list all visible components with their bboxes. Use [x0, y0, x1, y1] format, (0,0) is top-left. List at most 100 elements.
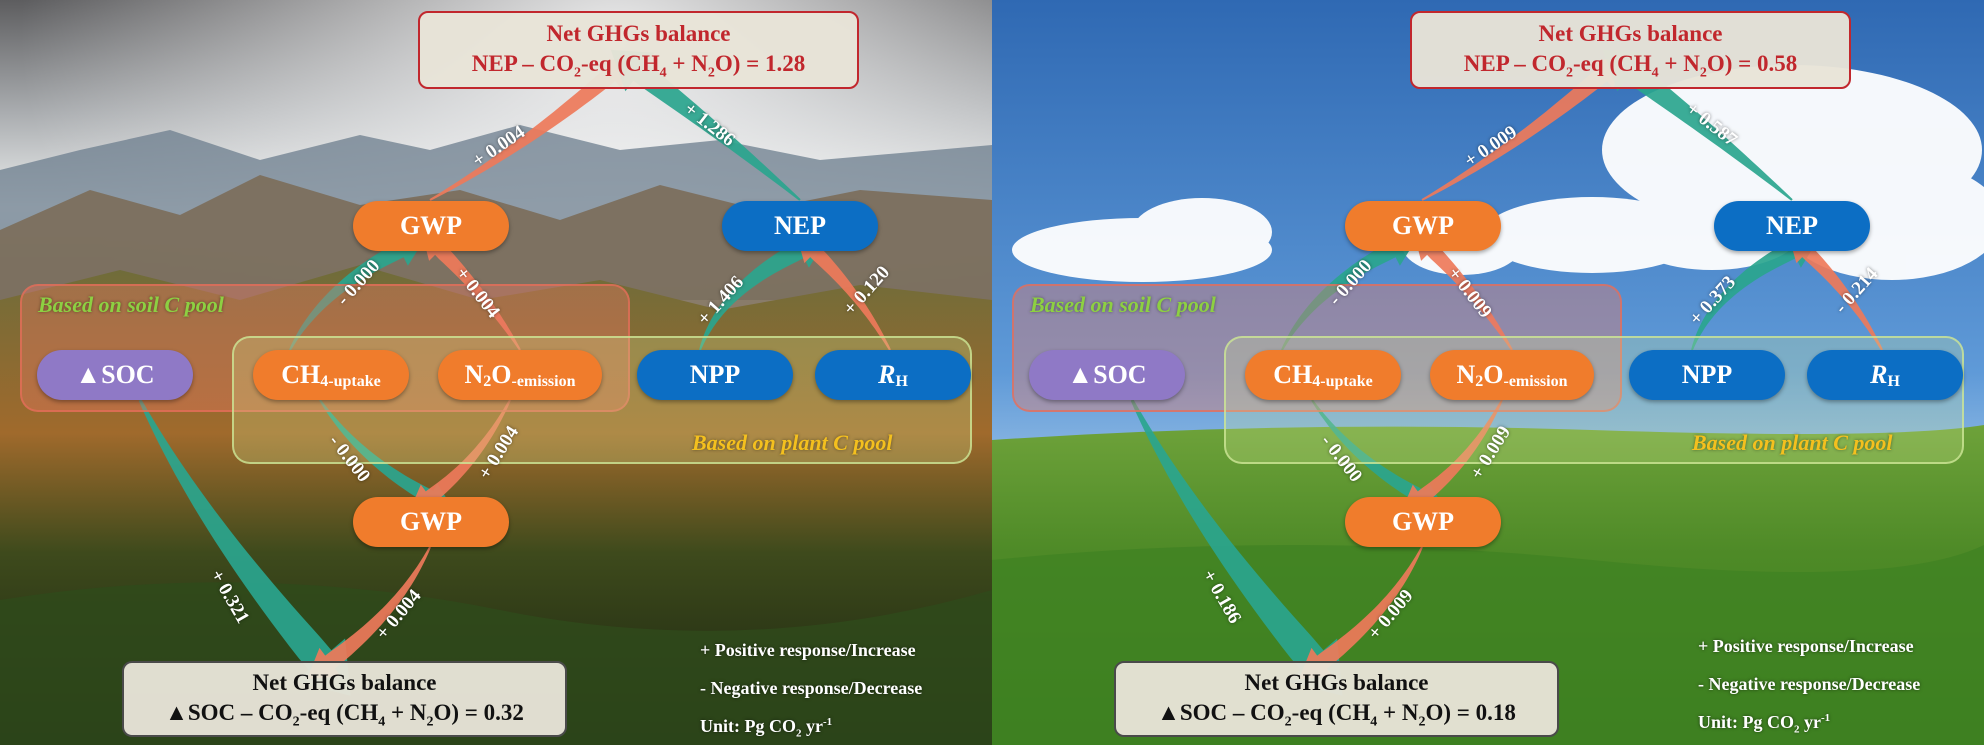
eq-sub: 2	[1418, 714, 1426, 730]
n2o-label: O	[491, 360, 512, 389]
eq-part: O) = 1.28	[714, 51, 806, 76]
top-net-ghg-balance-box: Net GHGs balance NEP – CO2-eq (CH4 + N2O…	[418, 11, 859, 89]
n2o-label: N	[464, 360, 484, 389]
gwp-top-node: GWP	[353, 201, 509, 251]
eq-part: -eq (CH	[1291, 700, 1371, 725]
eq-part: O) = 0.58	[1706, 51, 1798, 76]
eq-sub: 4	[1651, 65, 1659, 81]
arrow-gwp-to-top	[1421, 56, 1625, 201]
arrow-soc-to-bottom	[138, 399, 351, 696]
legend-positive: + Positive response/Increase	[1698, 636, 1914, 656]
eq-part: NEP – CO	[1463, 51, 1567, 76]
gwp-bottom-node: GWP	[1345, 497, 1501, 547]
bottom-box-equation: ▲SOC – CO2-eq (CH4 + N2O) = 0.32	[124, 698, 565, 738]
panel-grassland-content: Based on soil C pool Based on plant C po…	[992, 0, 1984, 745]
eq-part: O) = 0.32	[433, 700, 524, 725]
arrow-rh-to-nep	[796, 233, 891, 351]
npp-node: NPP	[1629, 350, 1785, 400]
eq-part: + N	[1658, 51, 1700, 76]
arrow-gwp-to-top	[429, 56, 633, 201]
label-nep-to-top: + 0.587	[1682, 98, 1741, 151]
eq-sub: 2	[1566, 65, 1574, 81]
rh-label: R	[1870, 360, 1888, 389]
unit-sub: 2	[796, 727, 802, 740]
plant-c-pool-label: Based on plant C pool	[692, 430, 893, 455]
bottom-box-title: Net GHGs balance	[1244, 670, 1429, 695]
unit-part: yr	[1799, 712, 1821, 732]
eq-sub: 4	[378, 714, 386, 730]
eq-part: NEP – CO	[471, 51, 575, 76]
gwp-bottom-node: GWP	[353, 497, 509, 547]
n2o-label: O	[1483, 360, 1504, 389]
rh-sub: H	[895, 373, 908, 390]
legend-negative: - Negative response/Decrease	[1698, 674, 1921, 694]
gwp-top-node: GWP	[1345, 201, 1501, 251]
eq-part: O) = 0.18	[1425, 700, 1516, 725]
soil-c-pool-label: Based on soil C pool	[1030, 292, 1216, 317]
top-net-ghg-balance-box: Net GHGs balance NEP – CO2-eq (CH4 + N2O…	[1410, 11, 1851, 89]
legend-unit: Unit: Pg CO2 yr-1	[1698, 712, 1830, 736]
legend-negative: - Negative response/Decrease	[700, 678, 923, 698]
n2o-sub: -emission	[1503, 373, 1568, 390]
nep-node: NEP	[1714, 201, 1870, 251]
n2o-label: N	[1456, 360, 1476, 389]
arrow-rh-to-nep	[1788, 233, 1883, 351]
unit-sup: -1	[1821, 712, 1831, 724]
eq-part: + N	[385, 700, 427, 725]
eq-sub: 4	[659, 65, 667, 81]
label-npp-to-nep: + 0.373	[1685, 271, 1741, 330]
n2o-sub: 2	[483, 373, 492, 390]
unit-sub: 2	[1794, 723, 1800, 736]
arrow-npp-to-nep	[699, 232, 829, 351]
eq-sub: 2	[292, 714, 300, 730]
soc-node: ▲SOC	[1029, 350, 1185, 400]
nep-node: NEP	[722, 201, 878, 251]
ch4-label: CH	[1273, 360, 1313, 389]
plant-c-pool-label: Based on plant C pool	[1692, 430, 1893, 455]
eq-sub: 2	[426, 714, 434, 730]
eq-part: + N	[666, 51, 708, 76]
eq-part: -eq (CH	[581, 51, 660, 76]
arrow-n2o-to-gwp-top	[421, 231, 521, 351]
label-gwp-to-top: + 0.009	[1460, 121, 1521, 172]
npp-node: NPP	[637, 350, 793, 400]
top-box-title: Net GHGs balance	[1538, 21, 1723, 46]
eq-part: + N	[1377, 700, 1419, 725]
bottom-net-ghg-balance-box: Net GHGs balance ▲SOC – CO2-eq (CH4 + N2…	[122, 661, 567, 737]
arrow-soc-to-bottom	[1130, 399, 1343, 696]
bottom-box-equation: ▲SOC – CO2-eq (CH4 + N2O) = 0.18	[1116, 698, 1557, 738]
unit-part: Unit: Pg CO	[1698, 712, 1794, 732]
rh-sub: H	[1887, 373, 1900, 390]
ch4-label: CH	[281, 360, 321, 389]
eq-sub: 2	[707, 65, 715, 81]
top-box-equation: NEP – CO2-eq (CH4 + N2O) = 0.58	[1412, 49, 1849, 89]
label-rh-to-nep: - 0.214	[1830, 263, 1883, 318]
arrow-n2o-to-gwp-top	[1413, 231, 1513, 351]
unit-sup: -1	[823, 716, 833, 728]
eq-part: ▲SOC – CO	[165, 700, 293, 725]
rh-label: R	[878, 360, 896, 389]
n2o-sub: -emission	[511, 373, 576, 390]
unit-part: yr	[801, 716, 823, 736]
bottom-box-title: Net GHGs balance	[252, 670, 437, 695]
soc-node: ▲SOC	[37, 350, 193, 400]
eq-sub: 2	[1699, 65, 1707, 81]
eq-part: -eq (CH	[1573, 51, 1652, 76]
ch4-sub: 4-uptake	[320, 373, 381, 390]
bottom-net-ghg-balance-box: Net GHGs balance ▲SOC – CO2-eq (CH4 + N2…	[1114, 661, 1559, 737]
eq-sub: 4	[1370, 714, 1378, 730]
unit-part: Unit: Pg CO	[700, 716, 796, 736]
soil-c-pool-label: Based on soil C pool	[38, 292, 224, 317]
top-box-equation: NEP – CO2-eq (CH4 + N2O) = 1.28	[420, 49, 857, 89]
n2o-sub: 2	[1475, 373, 1484, 390]
label-gwp-to-bottom: + 0.009	[1363, 585, 1418, 644]
eq-sub: 2	[574, 65, 582, 81]
ch4-sub: 4-uptake	[1312, 373, 1373, 390]
